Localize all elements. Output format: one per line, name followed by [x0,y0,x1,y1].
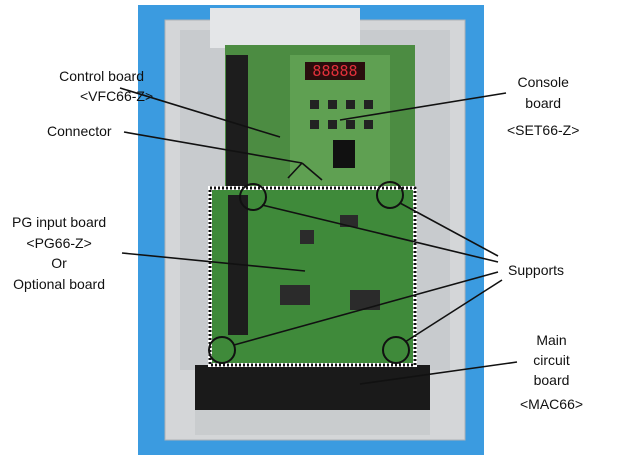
label-line: board [533,372,570,388]
connector-jack [333,140,355,168]
leader-lines [119,87,518,385]
label-line: board [525,95,562,111]
label-line: <PG66-Z> [26,234,92,251]
pg-input-board-label: PG input board <PG66-Z> Or Optional boar… [12,212,106,294]
console-board-label: Console board <SET66-Z> [507,72,579,140]
ribbon-cable [210,8,360,48]
label-line: circuit [533,352,570,368]
control-board-label: Control board <VFC66-Z> [50,66,153,106]
label-line: <MAC66> [520,396,584,412]
supports-label: Supports [508,262,565,278]
led-digits: 88888 [312,62,357,80]
led-display [305,62,365,80]
connector-label: Connector [47,123,112,139]
label-line: <SET66-Z> [507,122,580,138]
support-circles [208,181,410,364]
label-line: Control board [59,68,144,84]
label-line: Optional board [13,275,105,292]
label-line: <VFC66-Z> [80,88,154,104]
dotted-outline [208,186,417,367]
label-line: PG input board [12,214,107,230]
label-line: Main [536,332,567,348]
console-keys [310,100,373,129]
label-line: Console [517,74,569,90]
main-circuit-terminals [195,365,430,410]
label-line: Or [51,255,67,271]
main-circuit-board-label: Main circuit board <MAC66> [520,330,583,414]
